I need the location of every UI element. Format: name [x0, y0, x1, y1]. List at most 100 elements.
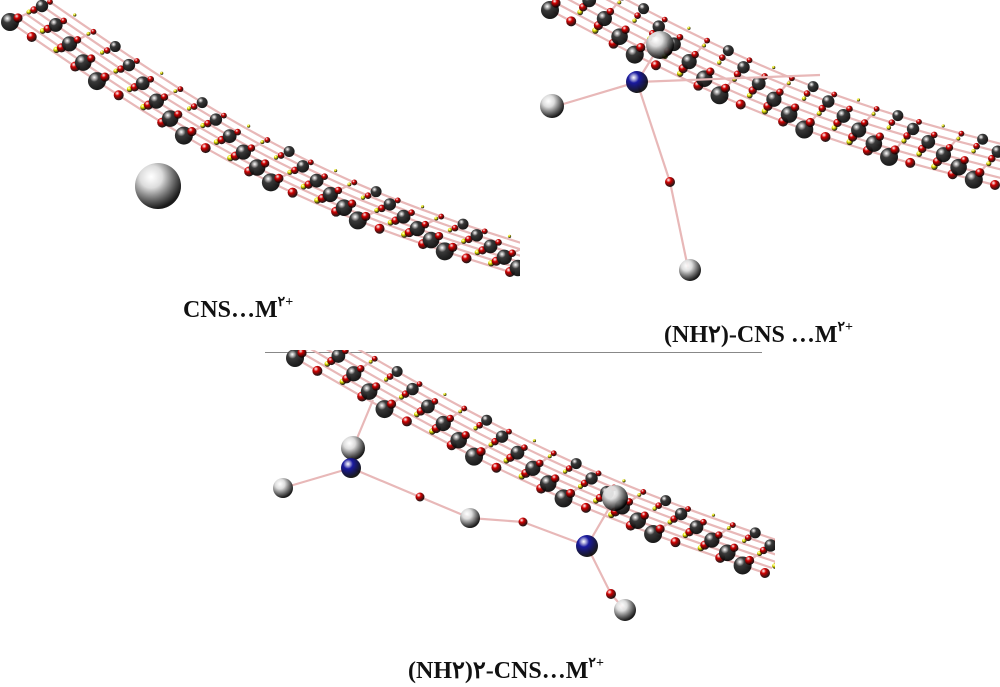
carbon-atom [322, 186, 338, 203]
oxygen-atom [431, 398, 439, 405]
carbon-atom [681, 54, 697, 70]
bond [344, 350, 369, 365]
carbon-atom [483, 239, 498, 254]
oxygen-atom [321, 173, 328, 180]
oxygen-atom [204, 119, 212, 128]
oxygen-atom [374, 223, 385, 234]
bond [357, 350, 376, 360]
carbon-atom [48, 18, 63, 32]
carbon-atom [737, 61, 750, 74]
bond [635, 495, 660, 507]
oxygen-atom [566, 16, 577, 27]
sulfur-atom [360, 195, 366, 200]
bond [434, 400, 458, 415]
carbon-atom [122, 58, 136, 72]
bond [740, 541, 764, 552]
oxygen-atom [461, 431, 470, 440]
carbon-atom [496, 249, 512, 265]
oxygen-atom [361, 211, 371, 222]
bond [700, 46, 723, 59]
sulfur-atom [702, 43, 707, 48]
sulfur-atom [473, 426, 478, 431]
oxygen-atom [451, 224, 459, 232]
carbon-atom [935, 147, 952, 163]
oxygen-atom [371, 382, 381, 391]
sulfur-atom [247, 124, 251, 128]
oxygen-atom [621, 25, 630, 34]
oxygen-atom [234, 128, 241, 136]
molecule-panel-cns [0, 0, 520, 290]
carbon-atom [495, 430, 509, 443]
oxygen-atom [803, 90, 811, 97]
oxygen-atom [277, 152, 285, 159]
molecule-render-nh2x2-cns [273, 350, 775, 621]
sulfur-atom [434, 216, 439, 221]
bond [25, 13, 49, 30]
carbon-atom [977, 133, 989, 145]
bond [432, 219, 456, 230]
bond [870, 114, 893, 124]
bond [419, 207, 442, 218]
bond [609, 10, 633, 24]
oxygen-atom [495, 239, 502, 246]
bond [546, 457, 570, 470]
bond [90, 57, 114, 74]
oxygen-atom [960, 156, 969, 165]
bond [345, 185, 369, 197]
bond [71, 16, 95, 33]
carbon-atom [470, 229, 483, 242]
oxygen-atom [287, 187, 298, 198]
oxygen-atom [177, 86, 184, 93]
caption-cns: CNS…M۲+ [183, 295, 293, 324]
sulfur-atom [273, 155, 279, 160]
sulfur-atom [726, 526, 731, 531]
sulfur-atom [507, 234, 512, 238]
sulfur-atom [786, 81, 791, 86]
bond [933, 133, 956, 142]
oxygen-atom [60, 17, 68, 25]
bond [679, 36, 702, 49]
carbon-atom [585, 472, 598, 485]
bond [636, 73, 821, 84]
oxygen-atom [958, 130, 965, 137]
bond [245, 127, 268, 142]
bond [310, 161, 334, 174]
bond [465, 434, 489, 448]
bond [918, 120, 941, 129]
carbon-atom [660, 495, 672, 507]
hydrogen-atom [602, 485, 628, 511]
bond [63, 20, 87, 37]
oxygen-atom [661, 16, 668, 23]
oxygen-atom [200, 143, 211, 154]
carbon-atom [331, 350, 346, 363]
carbon-atom [196, 97, 208, 109]
oxygen-atom [357, 365, 365, 373]
oxygen-atom [521, 444, 528, 452]
sulfur-atom [816, 110, 822, 117]
sulfur-atom [652, 506, 657, 511]
carbon-atom [391, 366, 403, 378]
bond [456, 412, 481, 427]
bond [763, 549, 775, 556]
carbon-atom [689, 520, 704, 535]
bond [367, 362, 391, 378]
carbon-atom [35, 0, 49, 13]
oxygen-atom [760, 568, 770, 578]
oxygen-atom [434, 231, 444, 241]
carbon-atom [836, 109, 851, 123]
bond [498, 241, 520, 251]
oxygen-atom [13, 13, 23, 23]
hydrogen-atom [273, 478, 293, 498]
bond [112, 72, 136, 89]
bond [449, 417, 474, 432]
carbon-atom [457, 218, 469, 230]
sulfur-atom [99, 50, 105, 55]
oxygen-atom [873, 106, 880, 112]
bond [250, 147, 274, 161]
hydrogen-atom [540, 94, 564, 118]
bond [185, 109, 209, 125]
oxygen-atom [846, 105, 853, 113]
oxygen-atom [421, 220, 430, 229]
oxygen-atom [640, 511, 649, 520]
bond [687, 508, 711, 519]
